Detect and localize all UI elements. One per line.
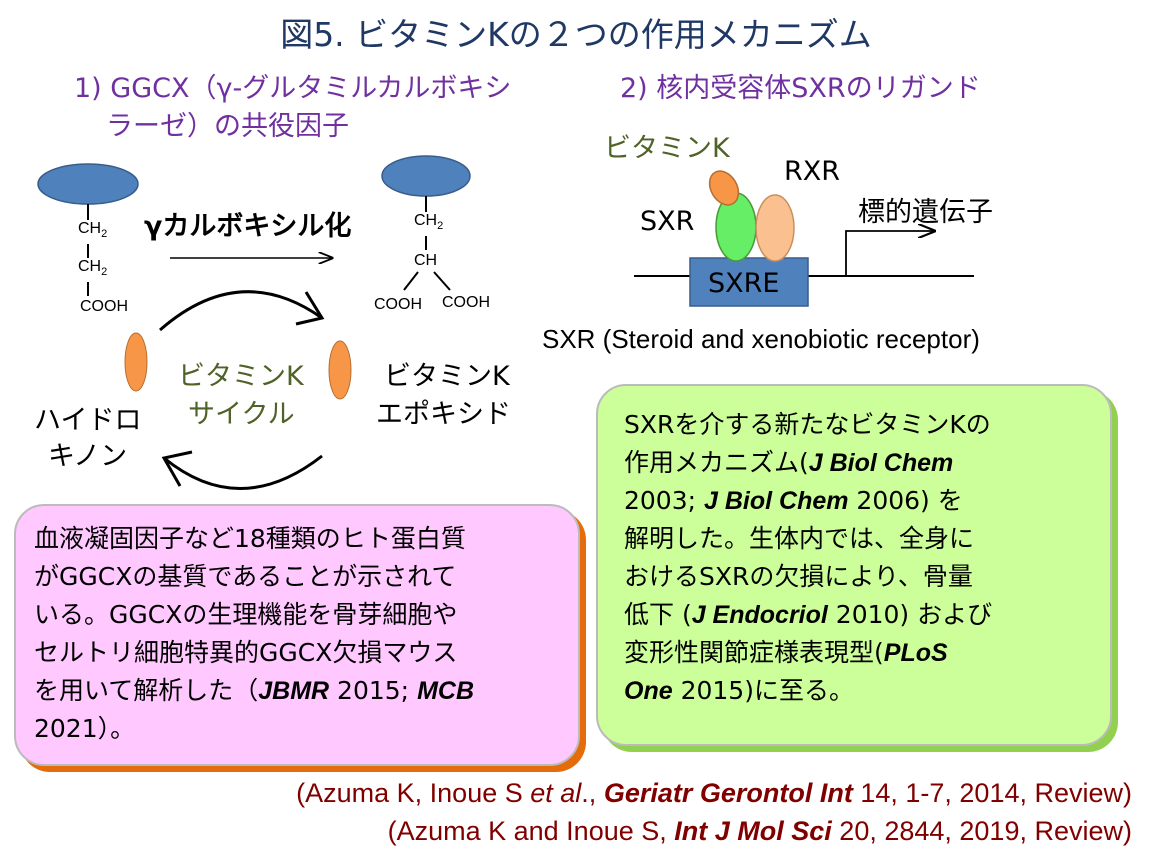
green-line-1: SXRを介する新たなビタミンKの	[624, 410, 991, 439]
page-title: 図5. ビタミンKの２つの作用メカニズム	[280, 15, 872, 54]
ggcx-summary-box: 血液凝固因子など18種類のヒト蛋白質 がGGCXの基質であることが示されて いる…	[14, 504, 580, 766]
vitamin-k-label: ビタミンK	[604, 133, 730, 164]
rxr-label: RXR	[784, 156, 841, 187]
transcription-arrow	[845, 231, 934, 276]
reference-2: (Azuma K and Inoue S, Int J Mol Sci 20, …	[387, 816, 1132, 846]
green-line-3: 2003; J Biol Chem 2006) を	[624, 486, 963, 515]
hydroquinone-ellipse	[124, 332, 148, 392]
protein-ellipse-left	[37, 163, 139, 205]
hydroquinone-line2: キノン	[48, 441, 128, 472]
sxr-summary-box: SXRを介する新たなビタミンKの 作用メカニズム(J Biol Chem 200…	[596, 384, 1112, 746]
pink-line-6: 2021）。	[34, 714, 136, 743]
left-cooh: COOH	[80, 298, 128, 315]
pink-line-1: 血液凝固因子など18種類のヒト蛋白質	[34, 524, 466, 553]
green-line-5: おけるSXRの欠損により、骨量	[624, 562, 973, 591]
protein-ellipse-right	[381, 155, 471, 197]
sxre-label: SXRE	[708, 268, 780, 299]
epoxide-ellipse	[328, 340, 352, 400]
epoxide-line2: エポキシド	[376, 399, 511, 430]
pink-line-5: を用いて解析した（JBMR 2015; MCB	[34, 676, 474, 705]
section2-heading: 2) 核内受容体SXRのリガンド	[620, 73, 981, 104]
epoxide-line1: ビタミンK	[384, 361, 510, 392]
right-ch: CH	[414, 252, 438, 269]
journal-mcb: MCB	[417, 677, 474, 705]
pink-line-3: いる。GGCXの生理機能を骨芽細胞や	[34, 600, 458, 629]
vitamin-k-ligand	[708, 170, 740, 206]
green-line-6: 低下 (J Endocriol 2010) および	[624, 600, 993, 629]
right-cooh-right: COOH	[442, 294, 490, 311]
cycle-arc-bottom	[163, 454, 323, 490]
green-line-7: 変形性関節症様表現型(PLoS	[624, 638, 948, 667]
cycle-center-line1: ビタミンK	[178, 361, 304, 392]
section1-heading-line2: ラーゼ）の共役因子	[106, 111, 349, 142]
sxre-box	[689, 257, 809, 307]
bond-right-4	[433, 271, 451, 291]
cycle-center-line2: サイクル	[188, 399, 295, 430]
right-ch2: CH2	[414, 212, 444, 233]
reference-1: (Azuma K, Inoue S et al., Geriatr Geront…	[296, 778, 1132, 808]
green-line-2: 作用メカニズム(J Biol Chem	[624, 448, 954, 477]
gamma-carboxylation-label: γカルボキシル化	[144, 211, 352, 242]
bond-right-3	[403, 271, 419, 291]
sxr-label: SXR	[640, 206, 695, 237]
rxr-ellipse	[755, 194, 795, 262]
pink-line-4: セルトリ細胞特異的GGCX欠損マウス	[34, 638, 458, 667]
cycle-arc-top	[159, 290, 323, 332]
journal-jbmr: JBMR	[258, 677, 330, 705]
green-line-4: 解明した。生体内では、全身に	[624, 524, 975, 553]
sxr-caption: SXR (Steroid and xenobiotic receptor)	[542, 324, 980, 354]
green-line-8: One 2015)に至る。	[624, 676, 854, 705]
section1-heading-line1: 1) GGCX（γ-グルタミルカルボキシ	[74, 73, 512, 104]
cycle-arrowhead-top	[295, 291, 325, 326]
right-cooh-left: COOH	[374, 296, 422, 313]
cycle-arrowhead-bottom	[161, 450, 193, 487]
pink-line-2: がGGCXの基質であることが示されて	[34, 562, 457, 591]
target-gene-label: 標的遺伝子	[858, 197, 993, 228]
left-ch2-a: CH2	[78, 220, 108, 241]
hydroquinone-line1: ハイドロ	[34, 405, 142, 436]
left-ch2-b: CH2	[78, 258, 108, 279]
